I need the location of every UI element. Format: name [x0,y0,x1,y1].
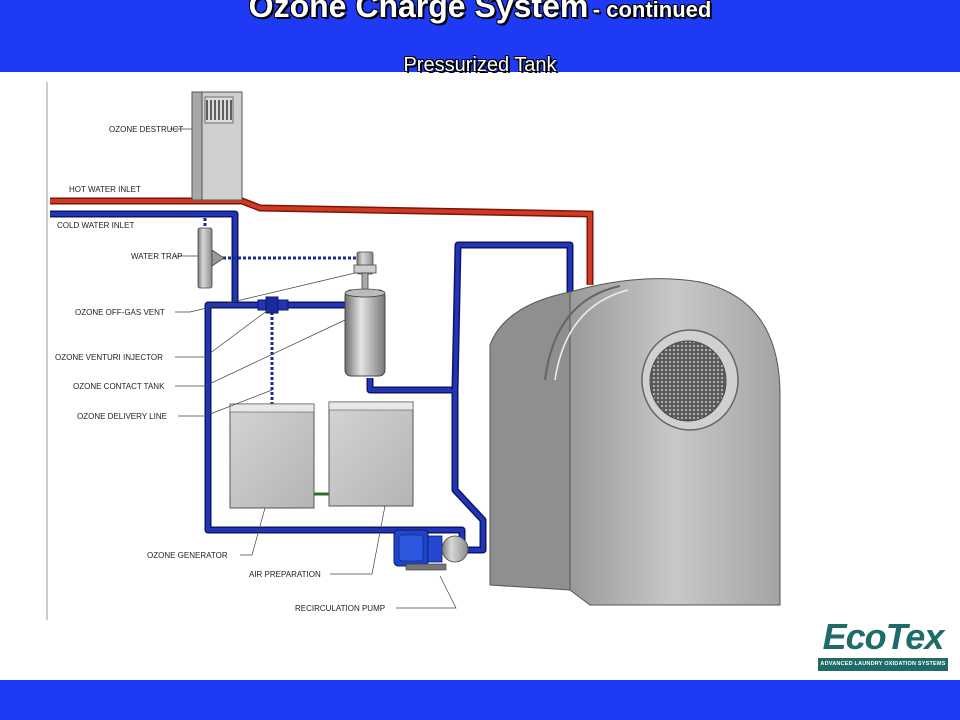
label-recirculation-pump: RECIRCULATION PUMP [295,604,385,613]
label-ozone-offgas-vent: OZONE OFF-GAS VENT [75,308,165,317]
recirculation-pump [393,529,469,571]
air-preparation [328,401,414,507]
hot-water-pipe-fill [50,199,592,285]
label-ozone-generator: OZONE GENERATOR [147,551,228,560]
header-bar [0,0,960,72]
label-ozone-venturi-injector: OZONE VENTURI INJECTOR [55,353,163,362]
venturi-injector [257,296,289,314]
washer-feed-pipe [453,243,572,391]
logo-tagline: ADVANCED LAUNDRY OXIDATION SYSTEMS [818,658,948,671]
label-ozone-destruct: OZONE DESTRUCT [109,125,183,134]
label-ozone-delivery-line: OZONE DELIVERY LINE [77,412,167,421]
footer-bar [0,680,960,720]
ozone-destruct-unit [191,91,243,201]
title-suffix: - continued [592,0,712,22]
page-title: Ozone Charge System - continued [0,0,960,25]
page-subtitle: Pressurized Tank [403,54,557,76]
label-air-preparation: AIR PREPARATION [249,570,321,579]
label-cold-water-inlet: COLD WATER INLET [57,221,134,230]
ecotex-logo: EcoTex ADVANCED LAUNDRY OXIDATION SYSTEM… [818,616,948,672]
washer-machine [489,278,781,606]
label-hot-water-inlet: HOT WATER INLET [69,185,141,194]
logo-wordmark: EcoTex [822,616,945,657]
label-water-trap: WATER TRAP [131,252,182,261]
title-main: Ozone Charge System [248,0,589,24]
ozone-generator [229,403,315,509]
ozone-contact-tank [344,251,386,377]
water-trap [197,227,225,289]
label-ozone-contact-tank: OZONE CONTACT TANK [73,382,165,391]
